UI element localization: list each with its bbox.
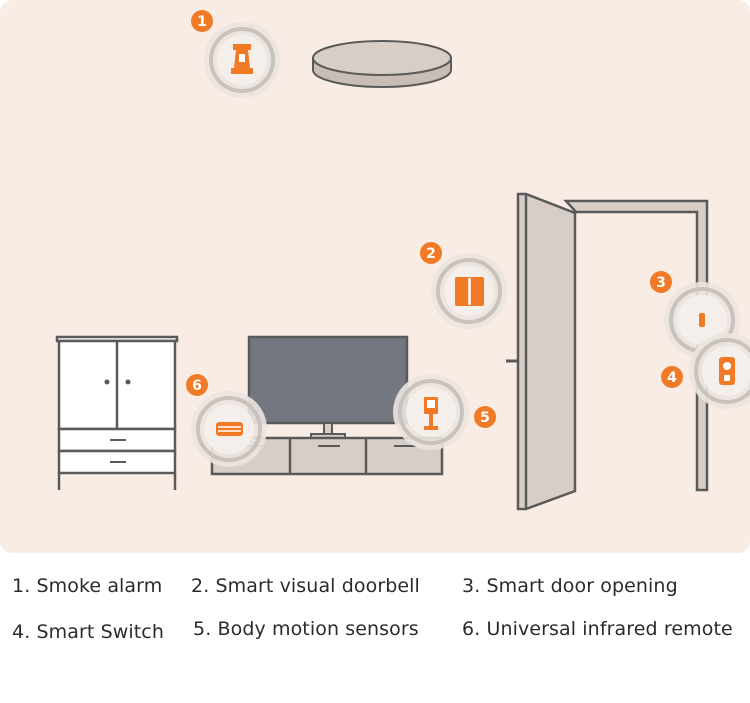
motion-sensor-icon <box>424 397 438 430</box>
legend-item-ir-remote: 6. Universal infrared remote <box>462 618 733 640</box>
marker-6: 6 <box>186 374 267 467</box>
legend-item-visual-doorbell: 2. Smart visual doorbell <box>191 575 420 597</box>
room-scene: 1 2 3 4 <box>0 0 750 553</box>
ceiling-lamp <box>312 40 452 88</box>
marker-5-number: 5 <box>480 410 490 426</box>
marker-6-number: 6 <box>192 378 202 394</box>
doorbell-icon <box>719 357 735 385</box>
marker-4: 4 <box>661 333 750 409</box>
marker-2: 2 <box>420 242 507 329</box>
ir-remote-icon <box>216 422 243 436</box>
marker-3-number: 3 <box>656 275 666 291</box>
legend-item-smoke-alarm: 1. Smoke alarm <box>12 575 163 597</box>
door <box>506 192 709 511</box>
marker-1: 1 <box>191 10 280 98</box>
legend-item-door-opening: 3. Smart door opening <box>462 575 678 597</box>
marker-4-number: 4 <box>667 370 677 386</box>
smoke-alarm-icon <box>231 44 253 74</box>
wardrobe <box>55 335 179 490</box>
legend-item-smart-switch: 4. Smart Switch <box>12 621 164 643</box>
marker-2-number: 2 <box>426 246 436 262</box>
marker-1-number: 1 <box>197 14 207 30</box>
door-sensor-icon <box>699 313 705 327</box>
smart-switch-icon <box>455 277 484 306</box>
marker-5: 5 <box>393 374 496 450</box>
television <box>247 335 409 439</box>
legend-item-motion-sensors: 5. Body motion sensors <box>193 618 419 640</box>
